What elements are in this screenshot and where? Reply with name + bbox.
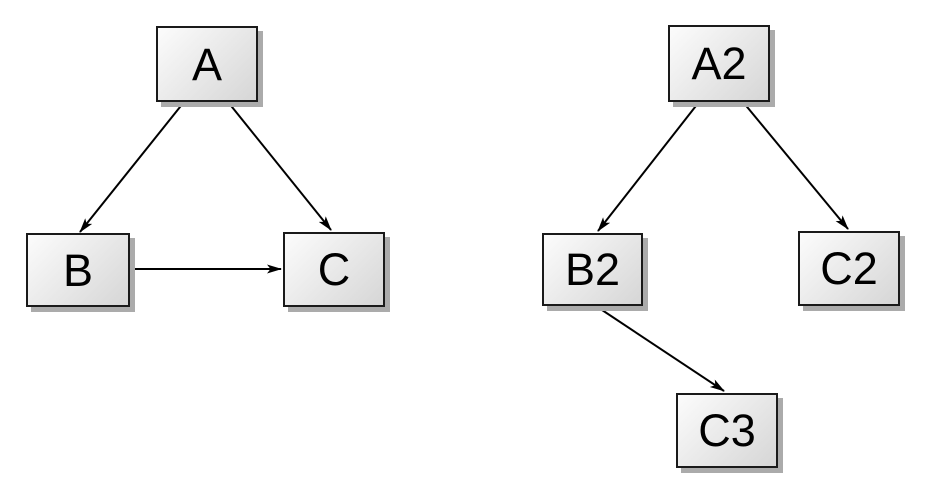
node-label: B2 bbox=[564, 244, 621, 295]
node-B2[interactable]: B2 bbox=[542, 233, 643, 306]
node-label: A2 bbox=[691, 38, 747, 89]
node-label: B bbox=[62, 244, 93, 296]
node-A[interactable]: A bbox=[156, 26, 258, 102]
node-B[interactable]: B bbox=[26, 233, 130, 307]
node-label: A bbox=[191, 38, 222, 90]
node-label: C bbox=[317, 244, 351, 295]
node-label: C2 bbox=[820, 243, 878, 294]
edge-A2-B2[interactable] bbox=[597, 101, 700, 232]
node-C3[interactable]: C3 bbox=[676, 393, 778, 468]
node-C2[interactable]: C2 bbox=[798, 231, 900, 306]
node-C[interactable]: C bbox=[283, 232, 385, 307]
edge-A2-C2[interactable] bbox=[742, 101, 849, 230]
edge-B2-C3[interactable] bbox=[595, 305, 725, 392]
node-A2[interactable]: A2 bbox=[668, 25, 770, 102]
edge-A-B[interactable] bbox=[79, 101, 185, 233]
node-label: C3 bbox=[698, 405, 756, 456]
edge-A-C[interactable] bbox=[227, 101, 332, 231]
